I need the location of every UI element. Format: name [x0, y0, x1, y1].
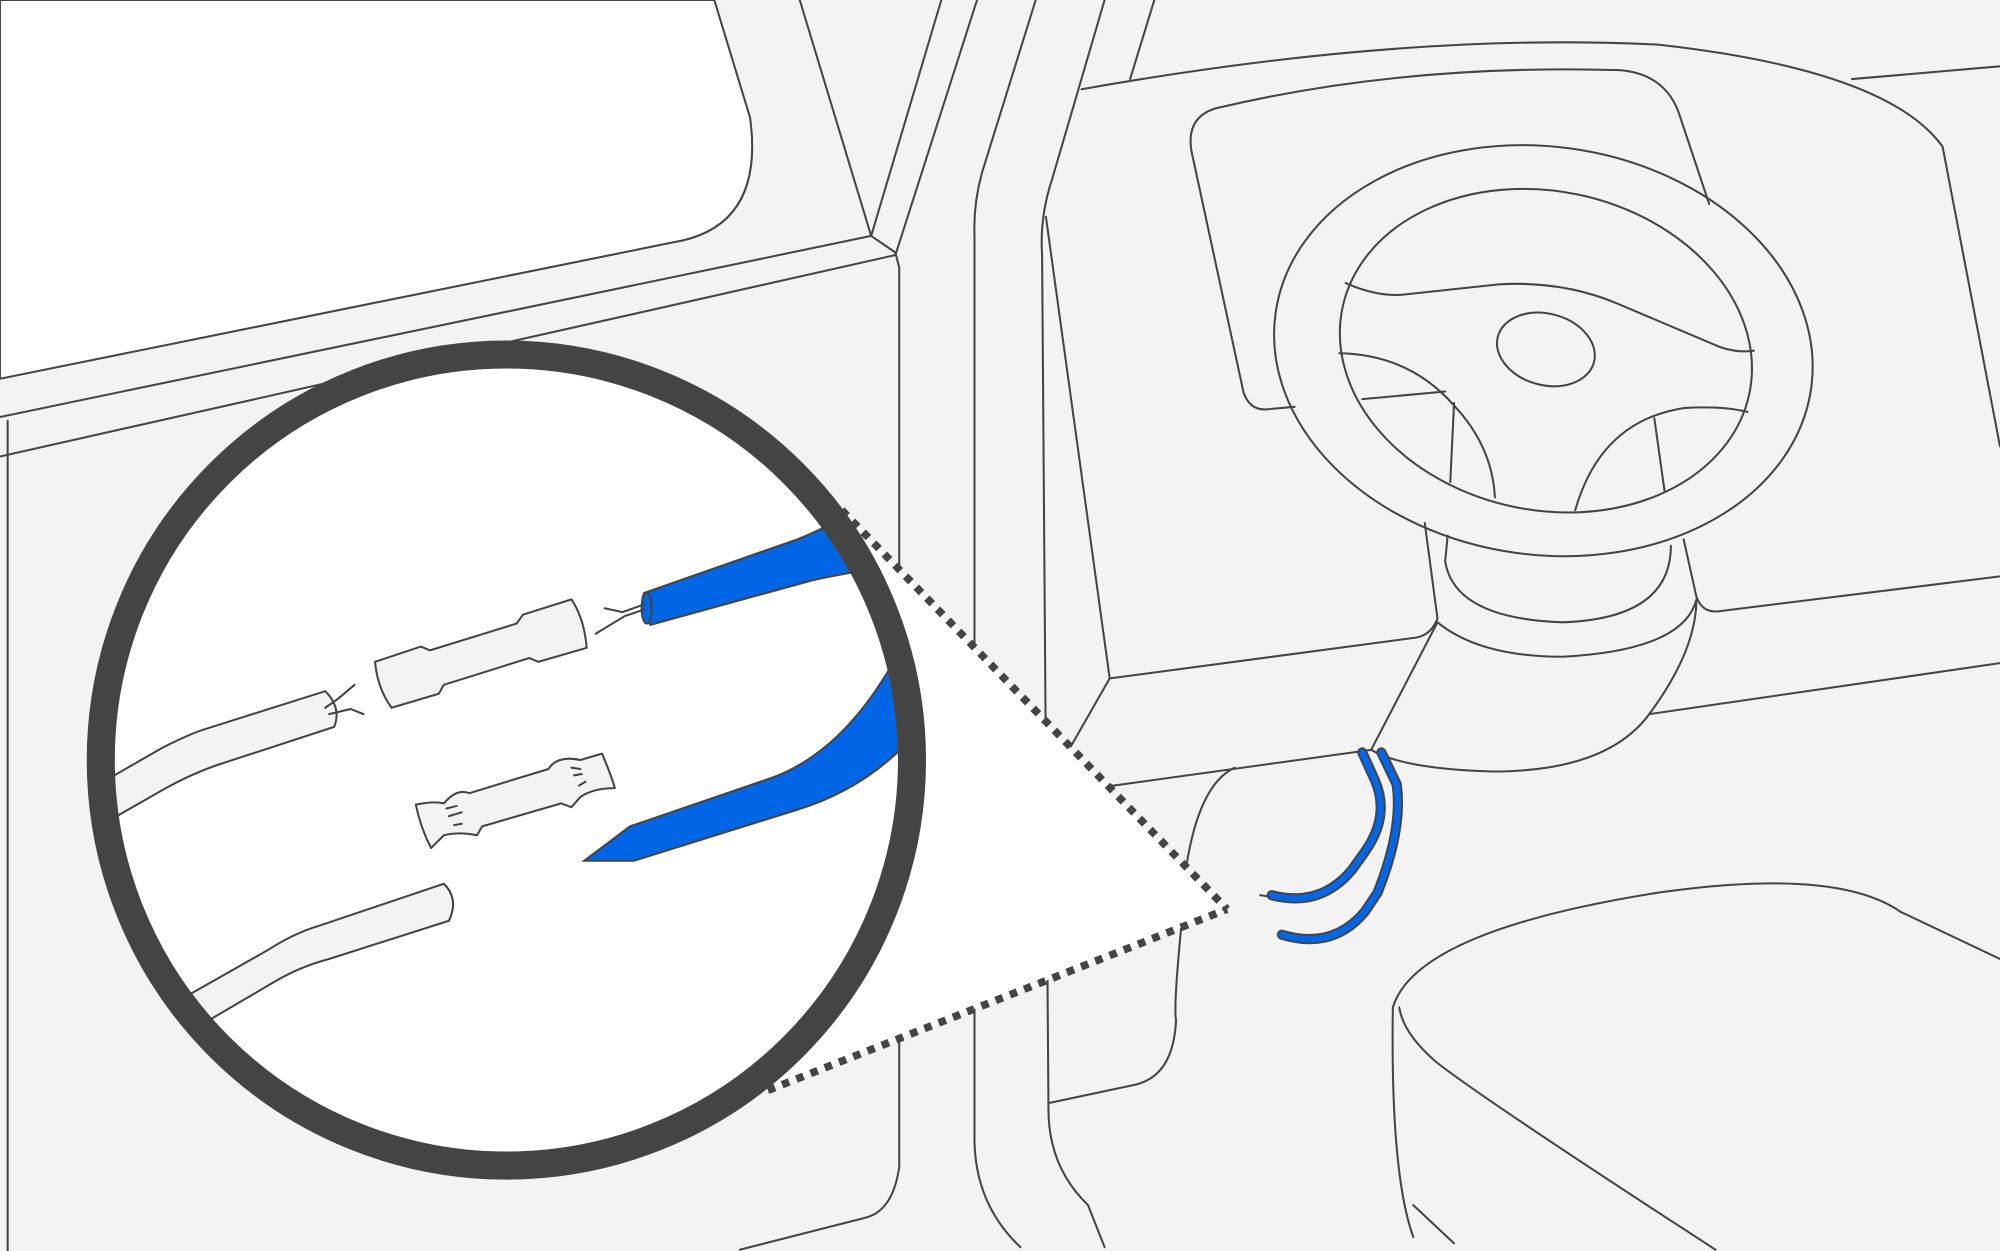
a-pillar [0, 0, 979, 1251]
crimped-connector [414, 752, 616, 850]
dashboard [1044, 41, 2000, 1105]
steering-wheel [1273, 144, 1814, 558]
cable-lower [152, 882, 455, 1040]
magnified-connectors [100, 508, 912, 1040]
side-window [0, 0, 754, 380]
steering-column [1370, 521, 1698, 773]
butt-connector [373, 598, 588, 709]
cable-left [100, 690, 338, 841]
magnifier-ring [86, 340, 927, 1180]
wires-under-dash [1259, 747, 1404, 945]
steering-hub [1495, 311, 1596, 388]
door-frame [973, 0, 1156, 1249]
seat [1391, 882, 2000, 1251]
magnifier-pointer-lines [766, 507, 1230, 1094]
